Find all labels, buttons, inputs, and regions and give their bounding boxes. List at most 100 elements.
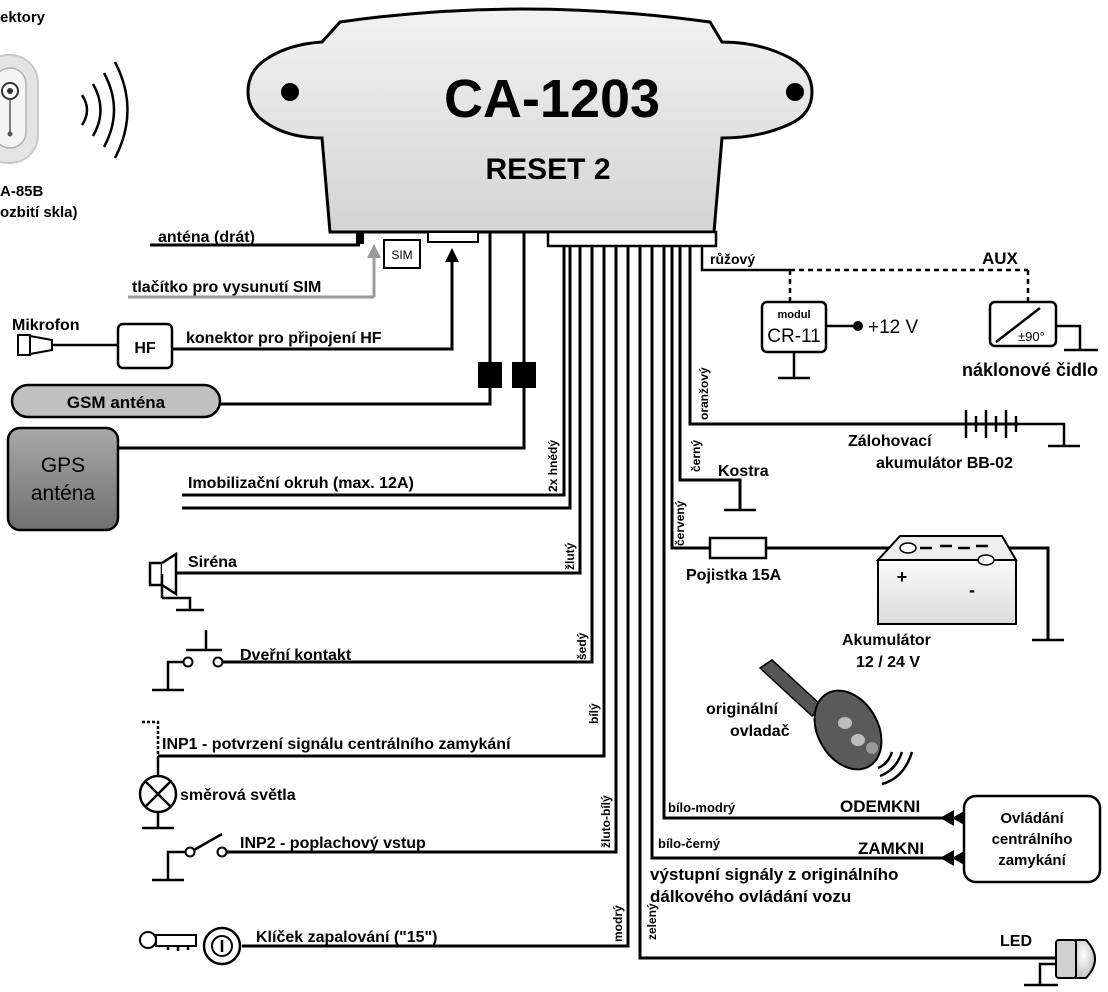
tilt-sensor: ±90°: [988, 300, 1098, 352]
black-wire-label: černý: [689, 440, 703, 472]
car-battery: + -: [875, 535, 1018, 625]
gps-antenna: GPS anténa: [6, 426, 120, 532]
hf-label: HF: [134, 340, 156, 357]
red-wire-label: červený: [673, 500, 687, 546]
module-model: CA-1203: [444, 69, 660, 129]
white-blue-wire: [662, 246, 944, 820]
remote-line1: originální: [706, 701, 779, 718]
module-variant: RESET 2: [485, 153, 610, 186]
cr11-label: CR-11: [767, 326, 821, 347]
lock-label: ZAMKNI: [858, 839, 924, 858]
detector-caption: ozbití skla): [0, 204, 78, 221]
orange-wire-label: oranžový: [697, 367, 711, 420]
glass-break-detector-icon: [0, 54, 39, 164]
yellow-wire: [168, 246, 582, 575]
ignition-key-icon: [139, 926, 242, 966]
ignition-label: Klíček zapalování ("15"): [256, 929, 437, 946]
blue-wire-label: modrý: [611, 905, 625, 942]
yellow-wire-label: žlutý: [563, 542, 577, 570]
grey-wire-label: šedý: [575, 632, 589, 660]
ca1203-module: CA-1203 RESET 2: [246, 7, 814, 248]
hf-arrow-icon: [445, 248, 459, 262]
inp2-label: INP2 - poplachový vstup: [240, 835, 426, 852]
yellow-white-wire-label: žluto-bílý: [599, 795, 613, 848]
sound-waves-icon: [80, 61, 129, 159]
cr11-modul-label: modul: [778, 309, 811, 321]
inp1-dotted-icon: [142, 720, 160, 756]
yellow-white-wire: [222, 246, 618, 854]
green-wire-label: zelený: [645, 903, 659, 940]
detector-model: A-85B: [0, 183, 44, 200]
turn-signals-label: směrová světla: [180, 787, 296, 804]
remote-signal-waves-icon: [877, 751, 914, 786]
battery-plus: +: [897, 567, 908, 587]
sim-slot: SIM: [383, 239, 421, 269]
unlock-label: ODEMKNI: [840, 797, 920, 816]
antenna-wire-label: anténa (drát): [158, 229, 255, 246]
backup-battery-line1: Zálohovací: [848, 433, 932, 450]
brown-wire-a: [182, 246, 566, 497]
gsm-connector-icon: [478, 362, 502, 388]
white-black-wire-label: bílo-černý: [658, 836, 721, 851]
sim-eject-pointer: [128, 244, 381, 299]
remote-line2: ovladač: [730, 723, 790, 740]
detectors-title: ektory: [0, 9, 46, 26]
hf-wire: [172, 256, 454, 351]
turn-signal-lamp-icon: [138, 756, 178, 830]
central-line1: Ovládání: [1000, 810, 1064, 827]
led-label: LED: [1000, 933, 1032, 950]
sim-eject-label: tlačítko pro vysunutí SIM: [132, 279, 321, 296]
gps-antenna-wire: [118, 232, 526, 450]
gps-label-line2: anténa: [31, 482, 96, 505]
battery-minus: -: [969, 580, 975, 600]
mounting-hole-left-icon: [281, 83, 299, 101]
aux-label: AUX: [982, 249, 1019, 268]
microphone-icon: [17, 334, 53, 356]
led-icon: [1024, 939, 1096, 987]
door-contact-label: Dveřní kontakt: [240, 647, 352, 664]
lock-input-arrows-icon: [940, 850, 966, 866]
sim-label: SIM: [391, 248, 412, 262]
outputs-line2: dálkového ovládání vozu: [650, 887, 851, 906]
mounting-hole-right-icon: [786, 83, 804, 101]
grey-wire: [222, 246, 594, 664]
red-wire: [670, 246, 1050, 640]
plus12-label: +12 V: [868, 317, 919, 338]
pink-wire-label: růžový: [710, 251, 755, 267]
immobilizer-label: Imobilizační okruh (max. 12A): [188, 475, 414, 492]
aux-dashed-links: [788, 268, 1030, 302]
black-wire: [678, 246, 742, 510]
pink-wire: [700, 246, 790, 272]
backup-battery-icon: [964, 410, 1080, 448]
white-wire: [158, 246, 606, 758]
alarm-switch-icon: [152, 832, 228, 882]
battery-line1: Akumulátor: [842, 632, 931, 649]
gps-connector-icon: [512, 362, 536, 388]
main-connector: [546, 230, 718, 248]
blue-wire: [242, 246, 630, 948]
cr11-module: modul CR-11: [760, 300, 863, 380]
battery-line2: 12 / 24 V: [856, 654, 920, 671]
hf-connector-label: konektor pro připojení HF: [186, 330, 382, 347]
hf-connector-socket: [427, 231, 479, 243]
backup-battery-line2: akumulátor BB-02: [876, 455, 1013, 472]
tilt-sensor-label: náklonové čidlo: [962, 360, 1098, 380]
fuse-label: Pojistka 15A: [686, 567, 782, 584]
siren-label: Siréna: [188, 554, 237, 571]
tilt-value: ±90°: [1018, 329, 1045, 344]
car-remote-key-icon: [758, 659, 883, 771]
hf-box: [116, 322, 174, 370]
gsm-antenna: GSM anténa: [10, 383, 222, 419]
white-wire-label: bílý: [587, 703, 601, 724]
brown-wire-b: [182, 246, 572, 510]
central-line2: centrálního: [992, 831, 1073, 848]
gsm-antenna-wire: [220, 232, 492, 406]
inp1-label: INP1 - potvrzení signálu centrálního zam…: [162, 736, 511, 753]
white-blue-wire-label: bílo-modrý: [668, 800, 736, 815]
green-wire: [638, 246, 1060, 960]
door-switch-icon: [152, 630, 224, 692]
antenna-terminal: [356, 232, 364, 244]
central-locking-box: Ovládání centrálního zamykání: [962, 794, 1102, 884]
